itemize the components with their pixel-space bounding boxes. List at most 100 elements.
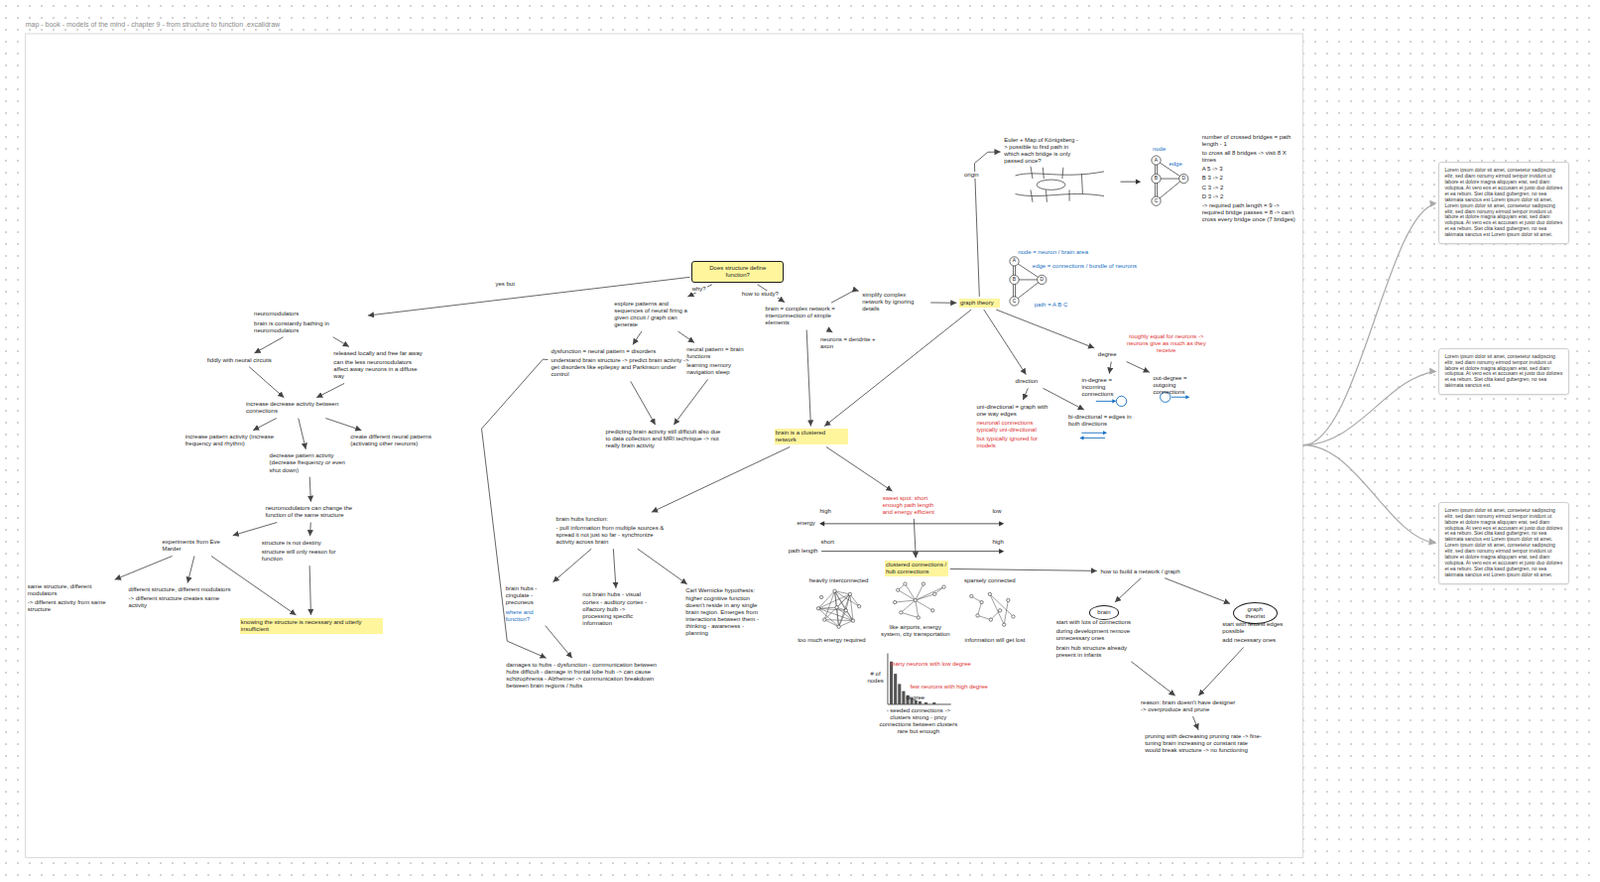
edge-label: origin xyxy=(963,171,981,179)
circle-stroke xyxy=(1009,256,1019,266)
node-text: graph theory xyxy=(960,299,999,307)
node-text: how to build a network / graph xyxy=(1100,568,1196,576)
line-stroke xyxy=(990,610,1000,619)
annotation: node xyxy=(1143,145,1175,153)
connector-arrow xyxy=(187,555,195,583)
circle-stroke xyxy=(893,600,897,604)
annotation: high xyxy=(987,538,1009,546)
text-note: dysfunction = neural pattern = disorders… xyxy=(549,347,691,379)
circle-stroke xyxy=(916,615,920,619)
node-text: Carl Wernicke hypothesis: higher cogniti… xyxy=(685,587,767,637)
circle-stroke xyxy=(921,582,925,586)
edge-label: yes but xyxy=(494,280,516,288)
connector-arrow xyxy=(687,284,712,297)
node-letter: B xyxy=(1151,175,1160,182)
text-note: experiments from Eve Marder xyxy=(161,537,234,554)
node-text: -> different activity from same structur… xyxy=(27,599,112,614)
lorem-heads xyxy=(1428,200,1437,546)
path-stroke xyxy=(821,522,1002,524)
note-card: Lorem ipsum dolor sit amet, consetetur s… xyxy=(1438,501,1570,585)
connector-arrow xyxy=(545,625,573,659)
circle-stroke xyxy=(844,609,848,613)
highlighted-note: brain is a clustered network xyxy=(774,428,849,445)
line-stroke xyxy=(846,594,851,611)
circle-stroke xyxy=(899,611,903,615)
annotation: short xyxy=(817,538,839,546)
text-note: neuromodulatorsbrain is constantly bathi… xyxy=(252,309,366,335)
node-text: structure is not destiny xyxy=(261,539,358,547)
note-card: Lorem ipsum dolor sit amet, consetetur s… xyxy=(1438,161,1570,245)
circle-stroke xyxy=(1009,274,1019,284)
connector-arrow xyxy=(1164,578,1231,605)
question-box: Does structure define function? xyxy=(691,260,784,283)
node-text: C 3 -> 2 xyxy=(1202,184,1299,192)
node-text: learning memory navigation sleep xyxy=(686,362,756,376)
annotation: information will get lost xyxy=(956,636,1033,644)
connector-arrow xyxy=(309,522,312,537)
koenigsberg-map xyxy=(1015,166,1105,203)
node-text: knowing the structure is necessary and u… xyxy=(241,618,382,633)
node-letter: A xyxy=(1151,157,1160,164)
connector-arrow xyxy=(651,446,790,512)
node-text: structure will only reason for function xyxy=(261,548,358,563)
annotation: edge xyxy=(1160,160,1192,168)
line-stroke xyxy=(834,591,837,608)
text-note: sweet spot: short enough path length and… xyxy=(881,493,946,517)
arrow-head xyxy=(1135,179,1141,185)
node-text: reason: brain doesn't have designer -> o… xyxy=(1140,699,1237,714)
line-stroke xyxy=(834,591,846,612)
path-stroke xyxy=(1079,435,1084,440)
rect-stroke xyxy=(897,683,901,705)
line-stroke xyxy=(915,600,919,617)
path-stroke xyxy=(1171,396,1188,398)
text-note: how to build a network / graph xyxy=(1099,567,1197,577)
node-text: damages to hubs - dysfunction - communic… xyxy=(505,661,668,690)
text-note: decrease pattern activity (decrease freq… xyxy=(268,451,351,475)
text-note: brain = complex network = interconnectio… xyxy=(763,304,848,328)
annotation: many neurons with low degree xyxy=(889,660,972,668)
line-stroke xyxy=(834,591,860,607)
circle-stroke xyxy=(1006,598,1010,602)
node-text: brain is a clustered network xyxy=(775,429,848,444)
path-stroke xyxy=(1081,432,1106,438)
annotation: sparsely connected xyxy=(959,577,1021,585)
path-stroke xyxy=(1303,371,1436,446)
connector-arrow xyxy=(253,337,283,354)
node-text: but typically ignored for models xyxy=(976,435,1048,450)
path-stroke xyxy=(1030,166,1083,203)
connector-arrow xyxy=(930,301,957,303)
line-stroke xyxy=(818,591,835,609)
connector-arrow xyxy=(632,331,642,345)
circle-stroke xyxy=(833,589,837,593)
node-text: explore patterns and sequences of neural… xyxy=(614,300,692,329)
annotation: path = A B C xyxy=(1027,301,1074,309)
circle-stroke xyxy=(835,606,839,610)
node-text: sweet spot: short enough path length and… xyxy=(882,494,945,516)
connector-arrow xyxy=(831,289,860,303)
path-stroke xyxy=(1185,394,1190,399)
text-note: same structure, different modulators-> d… xyxy=(26,582,113,615)
connector-arrow xyxy=(248,367,284,398)
node-text: neuromodulators can change the function … xyxy=(264,504,358,519)
text-note: fiddly with neural circuits xyxy=(206,356,278,366)
text-note: number of crossed bridges = path length … xyxy=(1201,132,1300,225)
connector-arrow xyxy=(309,477,311,502)
node-text: add necessary ones xyxy=(1222,636,1292,644)
annotation: heavily interconnected xyxy=(803,577,875,585)
text-note: bi-directional = edges in both direction… xyxy=(1067,412,1141,429)
note-card: Lorem ipsum dolor sit amet, consetetur s… xyxy=(1438,348,1570,395)
node-text: released locally and free far away xyxy=(333,350,426,358)
node-text: different structure, different modulator… xyxy=(128,586,240,594)
node-text: brain is constantly bathing in neuromodu… xyxy=(253,320,365,335)
axes xyxy=(821,523,1002,552)
node-text: bi-directional = edges in both direction… xyxy=(1068,413,1140,428)
circle-stroke xyxy=(913,598,917,602)
connector-arrow xyxy=(806,330,811,427)
node-text: understand brain structure -> predict br… xyxy=(550,357,690,378)
node-text: D 3 -> 2 xyxy=(1202,193,1299,201)
circle-stroke xyxy=(942,585,946,589)
circle-stroke xyxy=(1002,622,1006,626)
rect-stroke xyxy=(889,661,893,705)
node-text: brain xyxy=(1097,609,1112,616)
